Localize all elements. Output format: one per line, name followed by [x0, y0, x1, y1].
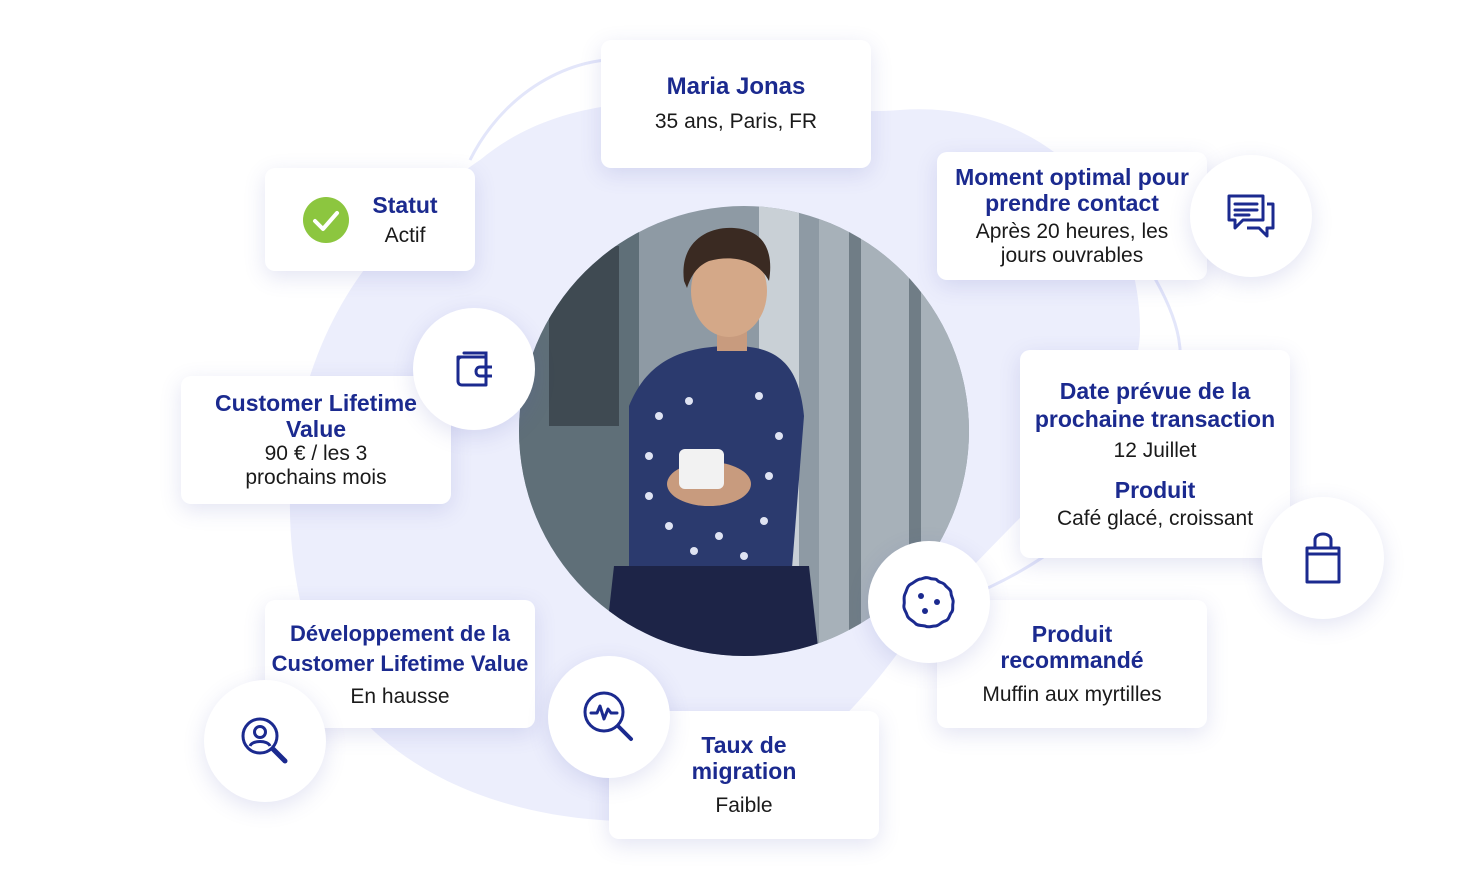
clv-development-card: Développement de la Customer Lifetime Va…	[265, 600, 535, 728]
clv-value: 90 € / les 3 prochains mois	[245, 442, 387, 489]
shopping-bag-bubble	[1262, 497, 1384, 619]
contact-value: Après 20 heures, les jours ouvrables	[975, 220, 1169, 267]
clv-development-title: Développement de la Customer Lifetime Va…	[271, 621, 529, 676]
migration-title: Taux de migration	[691, 732, 797, 784]
cookie-bubble	[868, 541, 990, 663]
next-transaction-date: 12 Juillet	[1113, 439, 1197, 462]
chat-bubbles-icon	[1227, 194, 1275, 238]
next-product-value: Café glacé, croissant	[1056, 507, 1254, 530]
status-title: Statut	[372, 191, 438, 218]
status-card: Statut Actif	[265, 168, 475, 271]
next-transaction-card: Date prévue de la prochaine transaction …	[1020, 350, 1290, 558]
status-value: Actif	[384, 223, 426, 247]
contact-card: Moment optimal pour prendre contact Aprè…	[937, 152, 1207, 280]
migration-value: Faible	[715, 794, 773, 817]
recommended-value: Muffin aux myrtilles	[982, 683, 1162, 706]
profile-name: Maria Jonas	[666, 73, 806, 100]
contact-title: Moment optimal pour prendre contact	[955, 164, 1189, 216]
chat-bubble	[1190, 155, 1312, 277]
cookie-icon	[902, 576, 955, 629]
wallet-icon	[456, 351, 492, 387]
profile-card: Maria Jonas 35 ans, Paris, FR	[601, 40, 871, 168]
profile-details: 35 ans, Paris, FR	[654, 110, 818, 133]
wallet-bubble	[413, 308, 535, 430]
user-search-icon	[241, 717, 288, 764]
recommended-title: Produit recommandé	[1000, 621, 1144, 673]
user-search-bubble	[204, 680, 326, 802]
clv-title: Customer Lifetime Value	[215, 390, 417, 442]
check-circle-icon	[303, 196, 350, 243]
clv-card: Customer Lifetime Value 90 € / les 3 pro…	[181, 376, 451, 504]
activity-search-icon	[583, 691, 633, 741]
shopping-bag-icon	[1305, 532, 1341, 584]
next-transaction-title: Date prévue de la prochaine transaction	[1034, 378, 1276, 432]
next-product-title: Produit	[1114, 477, 1196, 503]
profile-photo	[519, 206, 969, 656]
migration-card: Taux de migration Faible	[609, 711, 879, 839]
clv-development-value: En hausse	[350, 685, 450, 708]
activity-search-bubble	[548, 656, 670, 778]
